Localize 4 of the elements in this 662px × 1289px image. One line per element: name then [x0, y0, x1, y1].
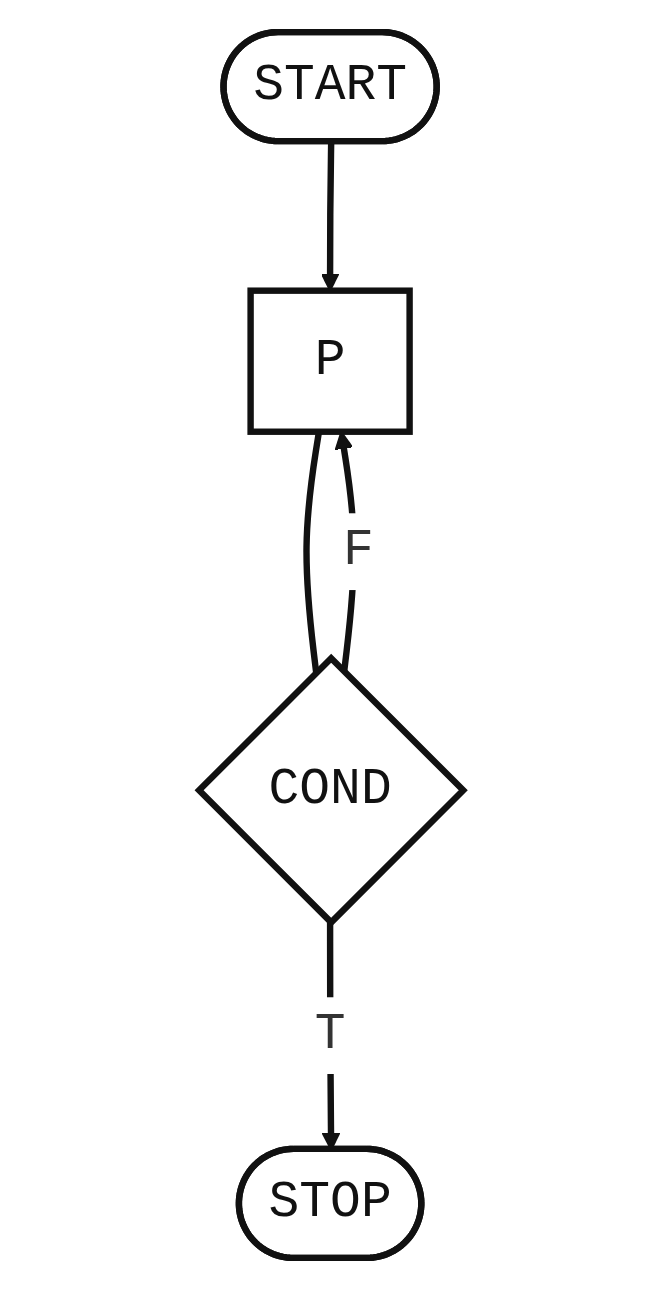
node-diamond: COND [194, 653, 468, 927]
edge-label: F [342, 521, 374, 579]
edge-label: T [314, 1005, 346, 1063]
node-box: P [247, 286, 413, 435]
